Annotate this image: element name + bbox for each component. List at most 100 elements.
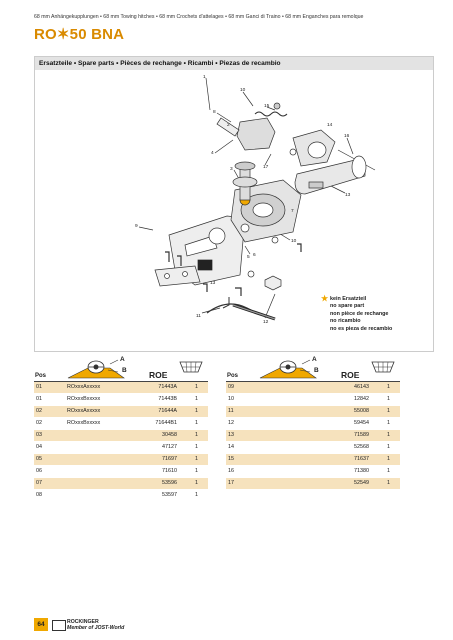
- roe-number-cell: 71443B: [158, 396, 177, 402]
- svg-text:4: 4: [211, 150, 214, 156]
- quantity-cell: 1: [195, 408, 198, 414]
- roe-number-cell: 71697: [162, 456, 177, 462]
- roe-header: ROE: [149, 370, 168, 380]
- brand-name: ROCKINGER: [67, 619, 99, 625]
- table-row: 02 ROxxxAxxxxx 71644A 1: [34, 406, 208, 418]
- roe-number-cell: 12842: [354, 396, 369, 402]
- legend-line: no es pieza de recambio: [330, 325, 393, 332]
- svg-text:10: 10: [240, 87, 246, 93]
- svg-text:15: 15: [264, 103, 270, 109]
- pos-cell: 09: [228, 384, 234, 390]
- quantity-cell: 1: [195, 456, 198, 462]
- quantity-cell: 1: [387, 408, 390, 414]
- pos-cell: 05: [36, 456, 42, 462]
- page-title: RO✶50 BNA: [34, 26, 125, 43]
- pos-cell: 04: [36, 444, 42, 450]
- roe-number-cell: 53597: [162, 492, 177, 498]
- legend-line: no ricambio: [330, 318, 361, 325]
- variant-cell: ROxxxBxxxxx: [67, 396, 101, 402]
- svg-text:11: 11: [196, 313, 201, 319]
- svg-text:14: 14: [327, 122, 333, 128]
- quantity-cell: 1: [195, 384, 198, 390]
- quantity-cell: 1: [387, 456, 390, 462]
- roe-number-cell: 71637: [354, 456, 369, 462]
- quantity-cell: 1: [195, 432, 198, 438]
- svg-text:3: 3: [230, 166, 233, 172]
- table-row: 09 46143 1: [226, 382, 400, 394]
- variant-cell: ROxxxAxxxxx: [67, 408, 101, 414]
- spare-parts-panel: Ersatzteile • Spare parts • Pièces de re…: [34, 56, 434, 352]
- svg-text:10: 10: [291, 238, 297, 244]
- roe-number-cell: 71443A: [158, 384, 177, 390]
- roe-number-cell: 52568: [354, 444, 369, 450]
- quantity-cell: 1: [195, 444, 198, 450]
- pos-cell: 06: [36, 468, 42, 474]
- roe-number-cell: 71380: [354, 468, 369, 474]
- roe-header: ROE: [341, 370, 360, 380]
- brand-tagline: Member of JOST-World: [67, 625, 125, 631]
- coupling-variant-icon: A B: [67, 356, 127, 379]
- legend-line: non pièce de rechange: [330, 310, 389, 317]
- svg-text:12: 12: [263, 319, 269, 325]
- rockinger-logo-icon: [52, 620, 66, 631]
- svg-text:1: 1: [203, 74, 206, 80]
- quantity-cell: 1: [195, 468, 198, 474]
- pos-cell: 02: [36, 408, 42, 414]
- roe-number-cell: 59454: [354, 420, 369, 426]
- roe-number-cell: 71610: [162, 468, 177, 474]
- svg-text:2: 2: [227, 122, 230, 128]
- table-row: 05 71697 1: [34, 454, 208, 466]
- svg-text:13: 13: [210, 280, 216, 286]
- variant-b-label: B: [122, 367, 127, 374]
- variant-cell: ROxxxBxxxxx: [67, 420, 101, 426]
- roe-number-cell: 52549: [354, 480, 369, 486]
- svg-text:9: 9: [135, 223, 138, 229]
- legend-line: no spare part: [330, 303, 365, 310]
- pos-cell: 02: [36, 420, 42, 426]
- quantity-cell: 1: [387, 420, 390, 426]
- pos-cell: 12: [228, 420, 234, 426]
- pos-cell: 03: [36, 432, 42, 438]
- table-row: 14 52568 1: [226, 442, 400, 454]
- exploded-diagram: 1 10 15 8 4 3 17 7 10 5 13 12 11 9 13 16…: [135, 74, 376, 325]
- quantity-cell: 1: [387, 384, 390, 390]
- svg-text:6: 6: [253, 252, 256, 258]
- quantity-cell: 1: [195, 396, 198, 402]
- roe-number-cell: 46143: [354, 384, 369, 390]
- brand-block: ROCKINGER Member of JOST-World: [67, 619, 124, 631]
- quantity-cell: 1: [387, 444, 390, 450]
- quantity-cell: 1: [387, 432, 390, 438]
- pos-header: Pos: [35, 373, 47, 379]
- variant-a-label: A: [120, 356, 125, 363]
- quantity-basket-icon: [371, 361, 395, 373]
- page-footer: 64 ROCKINGER Member of JOST-World: [34, 618, 154, 632]
- page-number: 64: [34, 618, 48, 631]
- roe-number-cell: 71644B1: [155, 420, 177, 426]
- roe-number-cell: 71644A: [158, 408, 177, 414]
- pos-cell: 15: [228, 456, 234, 462]
- quantity-cell: 1: [387, 396, 390, 402]
- pos-cell: 14: [228, 444, 234, 450]
- pos-cell: 11: [228, 408, 234, 414]
- quantity-cell: 1: [195, 420, 198, 426]
- star-icon: ★: [321, 294, 329, 303]
- quantity-basket-icon: [179, 361, 203, 373]
- svg-text:13: 13: [345, 192, 351, 198]
- pos-cell: 17: [228, 480, 234, 486]
- legend-line: kein Ersatzteil: [330, 296, 367, 302]
- panel-title: Ersatzteile • Spare parts • Pièces de re…: [35, 57, 433, 70]
- pos-cell: 01: [36, 384, 42, 390]
- quantity-cell: 1: [195, 480, 198, 486]
